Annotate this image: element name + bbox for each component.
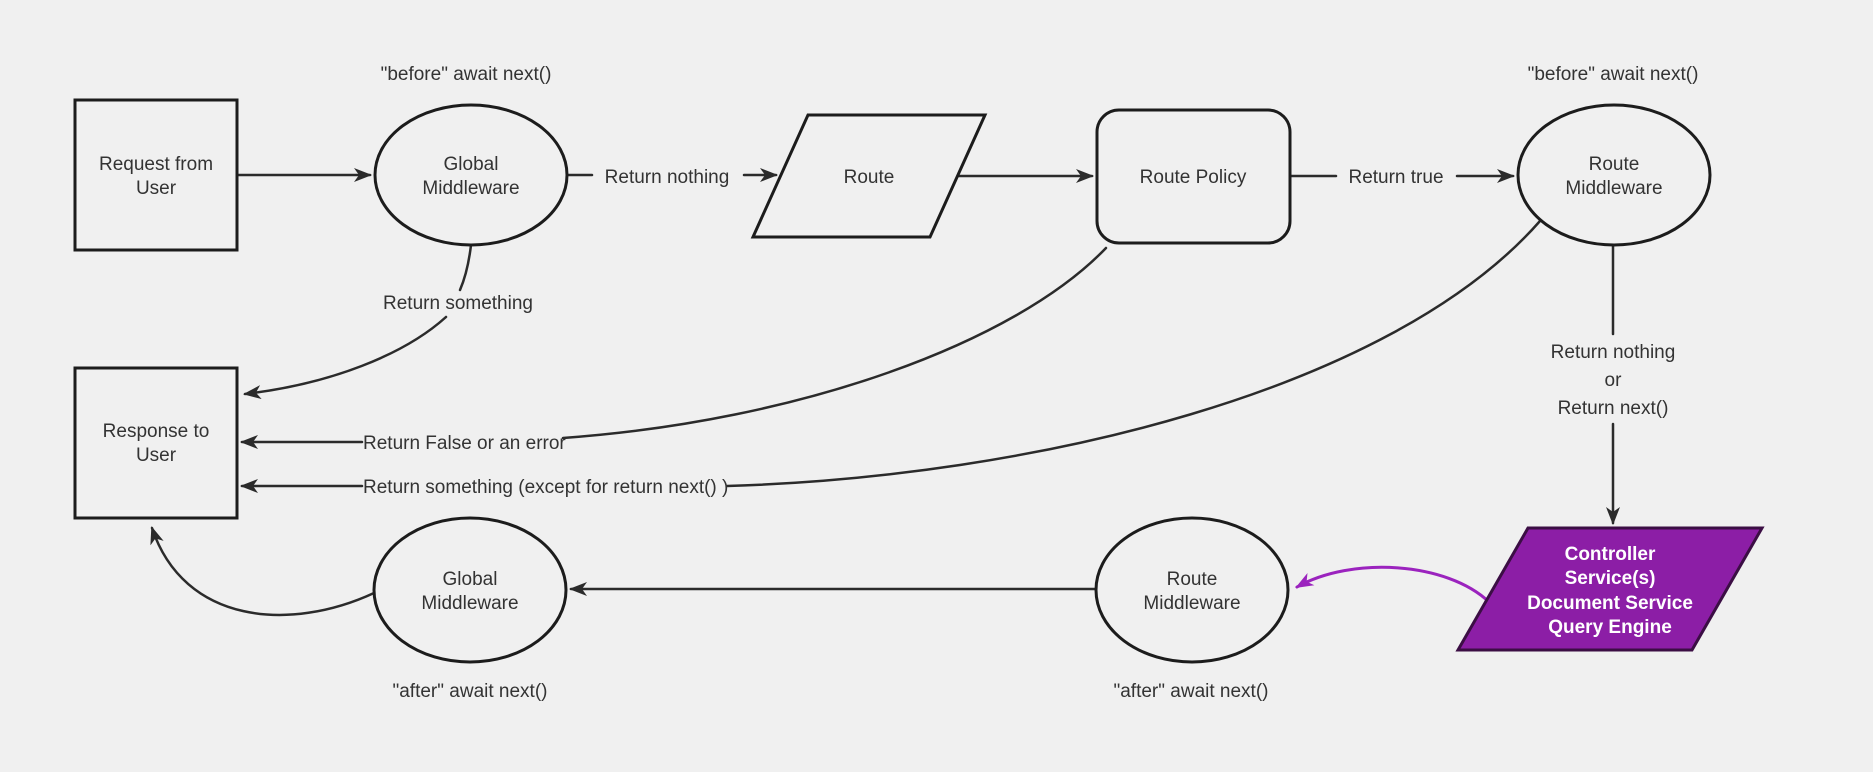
edge-label-return-false: Return False or an error [363, 433, 566, 454]
response-to-user-label-line1: Response to [103, 421, 210, 442]
route-middleware-bottom-ellipse [1094, 516, 1290, 664]
annotation-before-route: "before" await next() [1528, 64, 1699, 85]
controller-parallelogram [1455, 526, 1765, 652]
edge-route-middleware-return-something-except [725, 219, 1542, 488]
route-middleware-bottom-label-line1: Route [1167, 569, 1218, 590]
node-route-middleware-bottom: Route Middleware [1094, 516, 1290, 664]
annotation-after-route: "after" await next() [1114, 681, 1269, 702]
edges [150, 168, 1620, 617]
node-route: Route [750, 113, 988, 239]
route-middleware-bottom-label-line2: Middleware [1143, 593, 1240, 614]
route-policy-box [1095, 108, 1292, 245]
edge-route-policy-return-false [561, 246, 1108, 440]
response-to-user-box [73, 366, 239, 520]
node-route-middleware-top: Route Middleware [1516, 103, 1712, 247]
global-middleware-bottom-label-line1: Global [443, 569, 498, 590]
global-middleware-top-ellipse [373, 103, 569, 247]
controller-label-line3: Document Service [1527, 593, 1693, 614]
global-middleware-top-label-line1: Global [444, 154, 499, 175]
node-global-middleware-top: Global Middleware [373, 103, 569, 247]
global-middleware-top-label-line2: Middleware [422, 178, 519, 199]
edge-label-return-true: Return true [1348, 167, 1443, 188]
edge-label-return-something-except: Return something (except for return next… [363, 477, 728, 498]
route-policy-label: Route Policy [1140, 167, 1247, 188]
edge-controller-to-route-middleware-bottom [1295, 565, 1491, 604]
node-controller-services: Controller Service(s) Document Service Q… [1455, 526, 1765, 652]
edge-label-return-something: Return something [383, 293, 533, 314]
route-middleware-top-label-line1: Route [1589, 154, 1640, 175]
nodes: Request from User Global Middleware Rout… [73, 98, 1765, 664]
controller-label-line4: Query Engine [1548, 617, 1672, 638]
controller-label-line1: Controller [1565, 544, 1656, 565]
response-to-user-label-line2: User [136, 445, 177, 466]
labels: "before" await next() "before" await nex… [363, 64, 1698, 702]
node-request-from-user: Request from User [73, 98, 239, 252]
annotation-after-global: "after" await next() [393, 681, 548, 702]
route-parallelogram [750, 113, 988, 239]
annotation-before-global: "before" await next() [381, 64, 552, 85]
route-middleware-top-ellipse [1516, 103, 1712, 247]
route-middleware-top-label-line2: Middleware [1565, 178, 1662, 199]
edge-label-return-nothing: Return nothing [605, 167, 730, 188]
request-from-user-label-line2: User [136, 178, 177, 199]
node-global-middleware-bottom: Global Middleware [372, 516, 568, 664]
controller-label-line2: Service(s) [1565, 568, 1656, 589]
request-from-user-box [73, 98, 239, 252]
edge-label-return-nothing-or-line2: or [1605, 370, 1623, 391]
node-route-policy: Route Policy [1095, 108, 1292, 245]
global-middleware-bottom-ellipse [372, 516, 568, 664]
route-label: Route [844, 167, 895, 188]
edge-return-something-to-response [243, 315, 448, 400]
node-response-to-user: Response to User [73, 366, 239, 520]
edge-label-return-nothing-or-line3: Return next() [1558, 398, 1669, 419]
global-middleware-bottom-label-line2: Middleware [421, 593, 518, 614]
edge-global-middleware-bottom-to-response [150, 526, 376, 617]
edge-return-something-lead [458, 243, 473, 292]
edge-label-return-nothing-or-line1: Return nothing [1551, 342, 1676, 363]
request-from-user-label-line1: Request from [99, 154, 213, 175]
